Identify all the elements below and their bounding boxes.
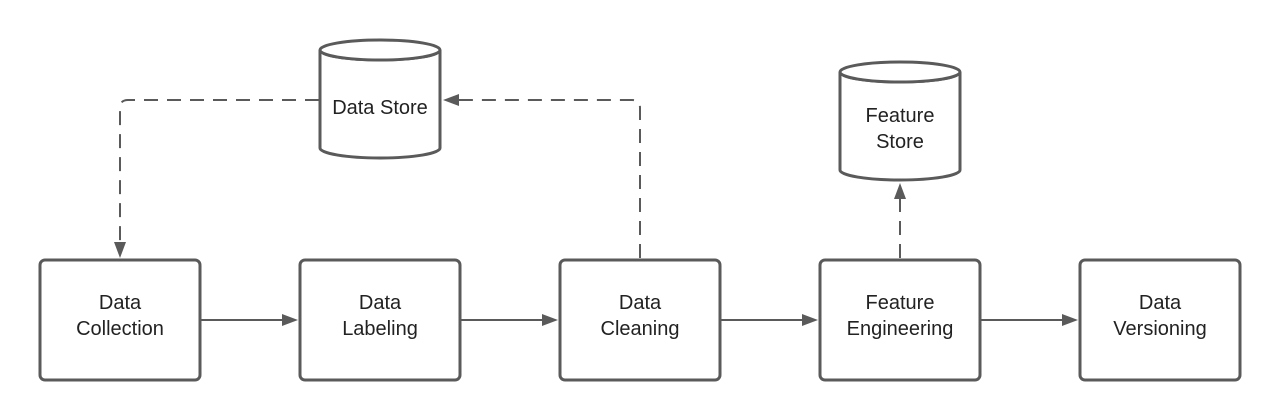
node-data-labeling: Data Labeling (298, 258, 462, 382)
cylinder-top (318, 38, 442, 62)
node-label-line1: Data (359, 292, 402, 314)
node-box (38, 258, 202, 382)
node-label-line1: Data (619, 292, 662, 314)
arrowhead-versioning (1062, 314, 1078, 326)
node-data-collection: Data Collection (38, 258, 202, 382)
edge-data-store-to-collection (119, 99, 319, 243)
node-box (818, 258, 982, 382)
store-data-store: Data Store (318, 38, 442, 160)
node-box (1078, 258, 1242, 382)
node-label-line2: Cleaning (601, 318, 680, 340)
node-label-line1: Feature (866, 292, 935, 314)
arrowhead-data-collection (114, 242, 126, 258)
store-feature-store: Feature Store (838, 60, 962, 182)
node-box (298, 258, 462, 382)
arrowhead-data-store (443, 94, 459, 106)
store-label-line1: Feature (866, 105, 935, 127)
arrowhead-cleaning (542, 314, 558, 326)
node-label-line1: Data (1139, 292, 1182, 314)
node-data-versioning: Data Versioning (1078, 258, 1242, 382)
arrowhead-feature-engineering (802, 314, 818, 326)
node-data-cleaning: Data Cleaning (558, 258, 722, 382)
node-label-line2: Labeling (342, 318, 418, 340)
node-feature-engineering: Feature Engineering (818, 258, 982, 382)
node-label-line2: Engineering (847, 318, 954, 340)
node-label-line2: Versioning (1113, 318, 1206, 340)
store-label: Data Store (332, 97, 428, 119)
edge-cleaning-to-data-store (458, 99, 641, 258)
arrowhead-labeling (282, 314, 298, 326)
arrowhead-feature-store (894, 183, 906, 199)
node-label-line2: Collection (76, 318, 164, 340)
store-label-line2: Store (876, 131, 924, 153)
node-label-line1: Data (99, 292, 142, 314)
cylinder-top (838, 60, 962, 84)
edges (114, 94, 1078, 326)
node-box (558, 258, 722, 382)
